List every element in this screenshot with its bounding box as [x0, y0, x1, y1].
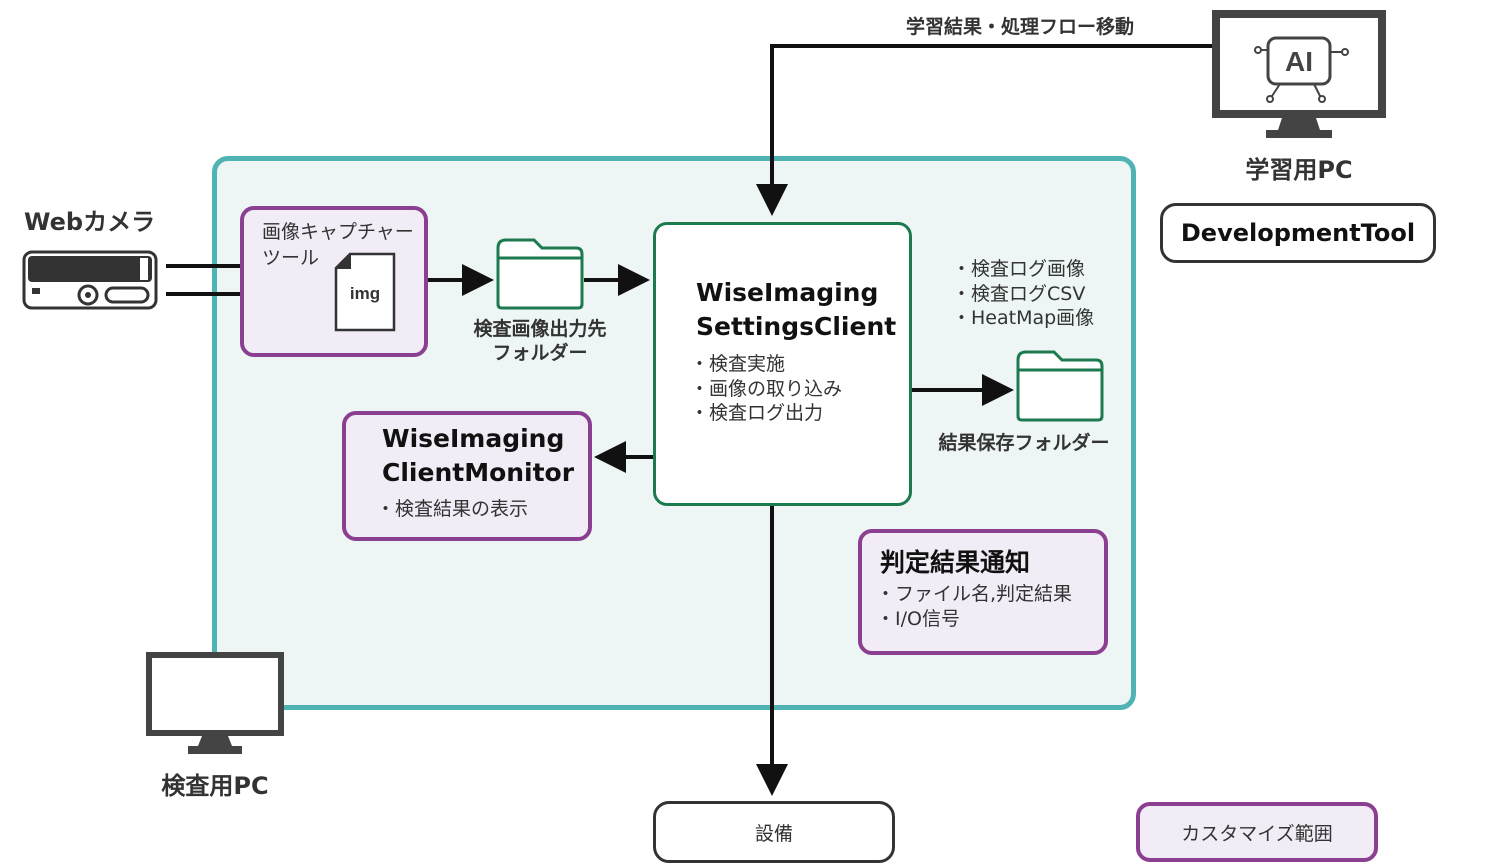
notification-items: ファイル名,判定結果 I/O信号 [876, 582, 1072, 631]
equipment-box: 設備 [653, 801, 895, 863]
results-folder-icon [1016, 350, 1104, 422]
image-file-icon: img [334, 252, 396, 332]
list-item: 検査実施 [690, 352, 842, 377]
result-outputs: 検査ログ画像 検査ログCSV HeatMap画像 [952, 257, 1094, 331]
inspection-pc-monitor-icon [146, 652, 284, 754]
results-folder-label: 結果保存フォルダー [938, 432, 1110, 454]
list-item: 検査ログCSV [952, 282, 1094, 307]
development-tool-box: DevelopmentTool [1160, 203, 1436, 263]
client-monitor-line1: WiseImaging [382, 424, 565, 453]
webcam-icon [22, 250, 158, 310]
notification-title: 判定結果通知 [880, 548, 1031, 577]
list-item: HeatMap画像 [952, 306, 1094, 331]
capture-tool-label: 画像キャプチャー ツール [262, 220, 414, 271]
settings-client-line2: SettingsClient [696, 311, 897, 341]
client-monitor-functions: 検査結果の表示 [376, 497, 528, 522]
legend-label: カスタマイズ範囲 [1181, 822, 1333, 845]
legend-custom-scope: カスタマイズ範囲 [1136, 802, 1378, 862]
learning-pc-label: 学習用PC [1245, 156, 1353, 184]
capture-tool-box [240, 206, 428, 357]
equipment-label: 設備 [754, 822, 793, 845]
ai-chip-text: AI [1285, 46, 1313, 77]
input-folder-label: 検査画像出力先 フォルダー [456, 318, 624, 366]
learning-pc-monitor-icon: AI [1212, 10, 1386, 138]
list-item: 検査ログ出力 [690, 401, 842, 426]
settings-client-line1: WiseImaging [696, 278, 879, 307]
image-file-text: img [350, 284, 380, 303]
client-monitor-line2: ClientMonitor [382, 457, 575, 487]
arrow-learning-to-client [756, 44, 1212, 216]
settings-client-functions: 検査実施 画像の取り込み 検査ログ出力 [690, 352, 842, 426]
list-item: ファイル名,判定結果 [876, 582, 1072, 607]
list-item: I/O信号 [876, 607, 1072, 632]
settings-client-title: WiseImaging SettingsClient [696, 276, 896, 344]
list-item: 検査結果の表示 [376, 497, 528, 522]
list-item: 画像の取り込み [690, 377, 842, 402]
capture-tool-line1: 画像キャプチャー [262, 221, 414, 243]
webcam-label: Webカメラ [24, 208, 156, 236]
inspection-pc-label: 検査用PC [161, 772, 269, 800]
input-folder-line2: フォルダー [492, 341, 588, 364]
input-folder-line1: 検査画像出力先 [473, 318, 607, 340]
client-monitor-title: WiseImaging ClientMonitor [382, 422, 574, 490]
input-folder-icon [496, 238, 584, 310]
capture-tool-line2: ツール [262, 246, 320, 269]
development-tool-label: DevelopmentTool [1180, 219, 1416, 247]
top-flow-label: 学習結果・処理フロー移動 [905, 16, 1134, 38]
list-item: 検査ログ画像 [952, 257, 1094, 282]
